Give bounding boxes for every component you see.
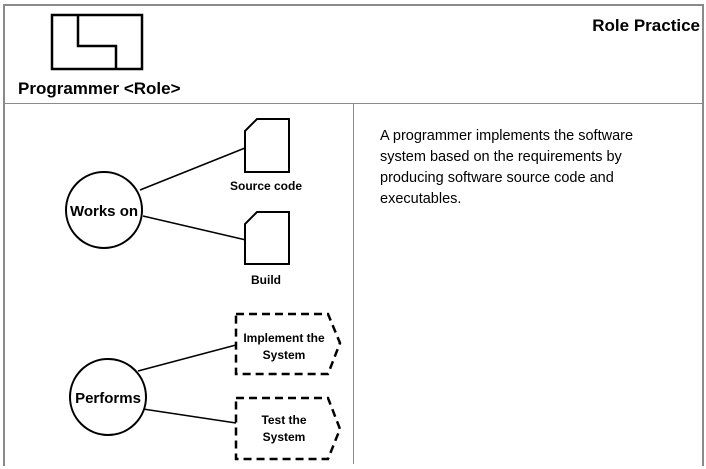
work-product-label: Build — [251, 273, 281, 287]
work-product-label: Source code — [230, 179, 302, 193]
practice-title: Role Practice — [592, 16, 700, 35]
work-product-build: Build — [244, 211, 290, 287]
frame-border-left — [3, 4, 5, 466]
activity-shape — [234, 396, 342, 461]
document-icon — [244, 211, 290, 265]
connector-performs-implement — [137, 344, 237, 372]
connector-performs-test — [142, 408, 237, 424]
frame-border-right — [702, 4, 704, 466]
works-on-label: Works on — [70, 203, 138, 220]
works-on-node: Works on — [65, 171, 143, 249]
performs-node: Performs — [69, 358, 147, 436]
work-product-source-code: Source code — [230, 118, 302, 193]
activity-implement-system: Implement the System — [234, 312, 342, 376]
connector-works-on-source-code — [139, 147, 246, 191]
frame-border-top — [3, 4, 704, 6]
activity-test-system: Test the System — [234, 396, 342, 461]
activity-label-line2: System — [263, 430, 306, 444]
activity-label-line2: System — [263, 348, 306, 362]
connector-works-on-build — [142, 215, 247, 241]
activity-shape — [234, 312, 342, 376]
document-icon — [244, 118, 290, 173]
role-title: Programmer <Role> — [18, 79, 181, 98]
performs-label: Performs — [75, 390, 141, 407]
activity-label-line1: Implement the — [243, 331, 325, 345]
header-divider — [5, 103, 702, 104]
column-divider — [353, 104, 354, 464]
activity-label-line1: Test the — [261, 413, 306, 427]
role-description: A programmer implements the software sys… — [380, 128, 634, 207]
role-icon — [50, 13, 144, 71]
